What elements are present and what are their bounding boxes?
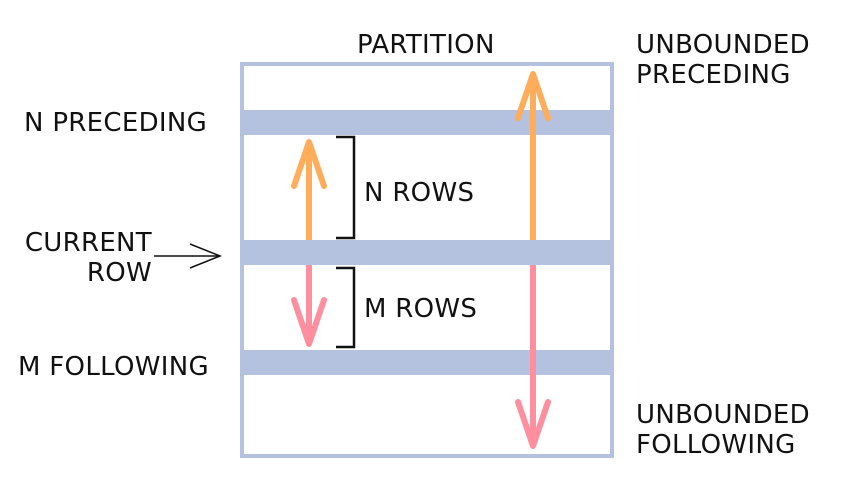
current-row-pointer-arrow xyxy=(154,243,223,269)
m-following-arrow xyxy=(291,265,327,347)
m-rows-bracket xyxy=(336,266,356,349)
n-rows-bracket xyxy=(336,135,356,240)
n-rows-label: N ROWS xyxy=(364,178,475,208)
unbounded-preceding-line2: PRECEDING xyxy=(636,60,791,90)
n-preceding-label: N PRECEDING xyxy=(24,108,208,138)
unbounded-preceding-label: UNBOUNDED PRECEDING xyxy=(636,30,810,90)
unbounded-following-line2: FOLLOWING xyxy=(636,430,796,460)
unbounded-preceding-arrow xyxy=(515,71,551,240)
current-row-line1: CURRENT xyxy=(24,228,152,258)
m-following-row-band xyxy=(242,350,612,375)
n-preceding-row-band xyxy=(242,110,612,135)
m-rows-label: M ROWS xyxy=(364,294,478,324)
unbounded-following-arrow xyxy=(515,265,551,449)
unbounded-preceding-line1: UNBOUNDED xyxy=(636,30,810,60)
current-row-line2: ROW xyxy=(86,258,152,288)
partition-label: PARTITION xyxy=(357,30,495,60)
n-preceding-arrow xyxy=(291,139,327,240)
unbounded-following-label: UNBOUNDED FOLLOWING xyxy=(636,400,810,460)
current-row-band xyxy=(242,240,612,265)
unbounded-following-line1: UNBOUNDED xyxy=(636,400,810,430)
current-row-label: CURRENT ROW xyxy=(10,228,152,288)
m-following-label: M FOLLOWING xyxy=(18,352,209,382)
